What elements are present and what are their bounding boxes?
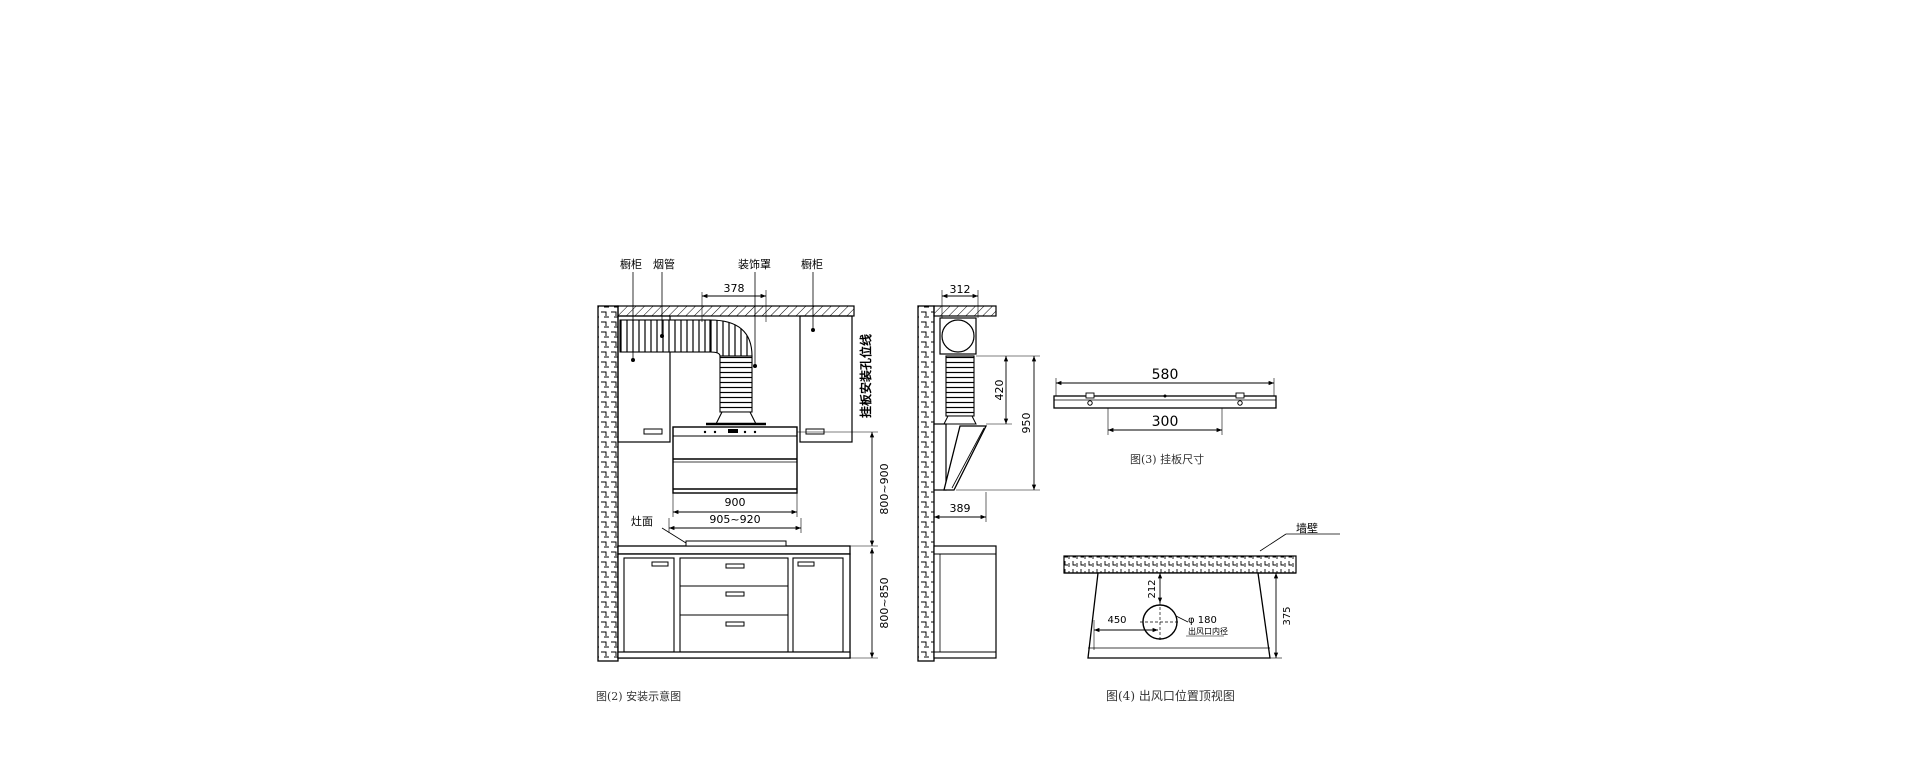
duct-opening <box>941 319 975 353</box>
dim-hood-width: 900 <box>725 496 746 509</box>
smoke-pipe-elbow <box>709 319 753 357</box>
dim-hole-spacing: 300 <box>1152 414 1179 430</box>
caption-fig4: 图(4) 出风口位置顶视图 <box>1106 688 1235 703</box>
mount-hole-left <box>1087 400 1093 406</box>
dim-cover-offset: 378 <box>724 282 745 295</box>
label-smoke-pipe: 烟管 <box>653 257 675 271</box>
wall-front <box>597 305 619 662</box>
side-pipe <box>945 355 975 417</box>
range-hood-body <box>672 426 798 494</box>
wall-top-view <box>1063 555 1297 574</box>
dim-depth-bottom: 389 <box>950 502 971 515</box>
ceiling-duct-end <box>939 317 977 355</box>
label-decor-cover: 装饰罩 <box>738 257 771 271</box>
dim-offset-wall: 212 <box>1147 579 1158 598</box>
dim-plate-width: 580 <box>1152 367 1179 383</box>
smoke-pipe-vertical <box>719 355 753 413</box>
caption-fig2: 图(2) 安装示意图 <box>596 689 681 703</box>
dim-pipe-height: 420 <box>993 380 1006 401</box>
dim-total-height: 950 <box>1020 413 1033 434</box>
kickboard <box>617 651 851 659</box>
label-wall: 墙壁 <box>1296 521 1318 535</box>
dim-cabinet-height: 800~850 <box>878 577 891 628</box>
upper-cabinet-left <box>617 315 671 443</box>
dim-hood-height: 800~900 <box>878 463 891 514</box>
dim-depth-top: 312 <box>950 283 971 296</box>
dim-outlet-dia: φ 180 <box>1188 615 1217 626</box>
side-hood-back <box>933 423 947 491</box>
base-cabinet <box>617 553 851 659</box>
wall-side <box>917 305 935 662</box>
dim-hood-total-width: 905~920 <box>709 513 760 526</box>
caption-fig3: 图(3) 挂板尺寸 <box>1130 452 1204 466</box>
ceiling-side <box>933 305 997 317</box>
label-stove-top: 灶面 <box>631 515 653 528</box>
dim-offset-side: 450 <box>1107 615 1126 626</box>
figure-mounting-plate: 580 300 图(3) 挂板尺寸 <box>1053 367 1277 466</box>
label-outlet: 出风口内径 <box>1188 626 1228 636</box>
figure-installation-front: 橱柜 烟管 装饰罩 橱柜 灶面 挂板安装孔位线 378 900 905~920 … <box>596 257 891 703</box>
dim-depth-top-view: 375 <box>1282 606 1293 625</box>
label-mount-hole-line: 挂板安装孔位线 <box>858 334 873 418</box>
smoke-pipe-horizontal <box>619 319 711 353</box>
ceiling-slab <box>617 305 855 317</box>
side-hood-panel <box>943 425 988 491</box>
label-cabinet-right: 橱柜 <box>801 257 823 271</box>
side-base-cabinet <box>933 545 997 659</box>
figure-side-view: 312 420 950 389 <box>917 283 1040 662</box>
label-cabinet-left: 橱柜 <box>620 257 642 271</box>
cabinet-handle-left <box>643 428 663 435</box>
mount-hole-right <box>1237 400 1243 406</box>
cabinet-handle-right <box>805 428 825 435</box>
stove-top-surface <box>617 545 851 555</box>
stove-burner <box>685 540 787 547</box>
upper-cabinet-right <box>799 315 853 443</box>
figure-outlet-top-view: 墙壁 212 450 φ 180 出风口内径 375 图(4) 出风口位置顶视图 <box>1063 521 1340 703</box>
